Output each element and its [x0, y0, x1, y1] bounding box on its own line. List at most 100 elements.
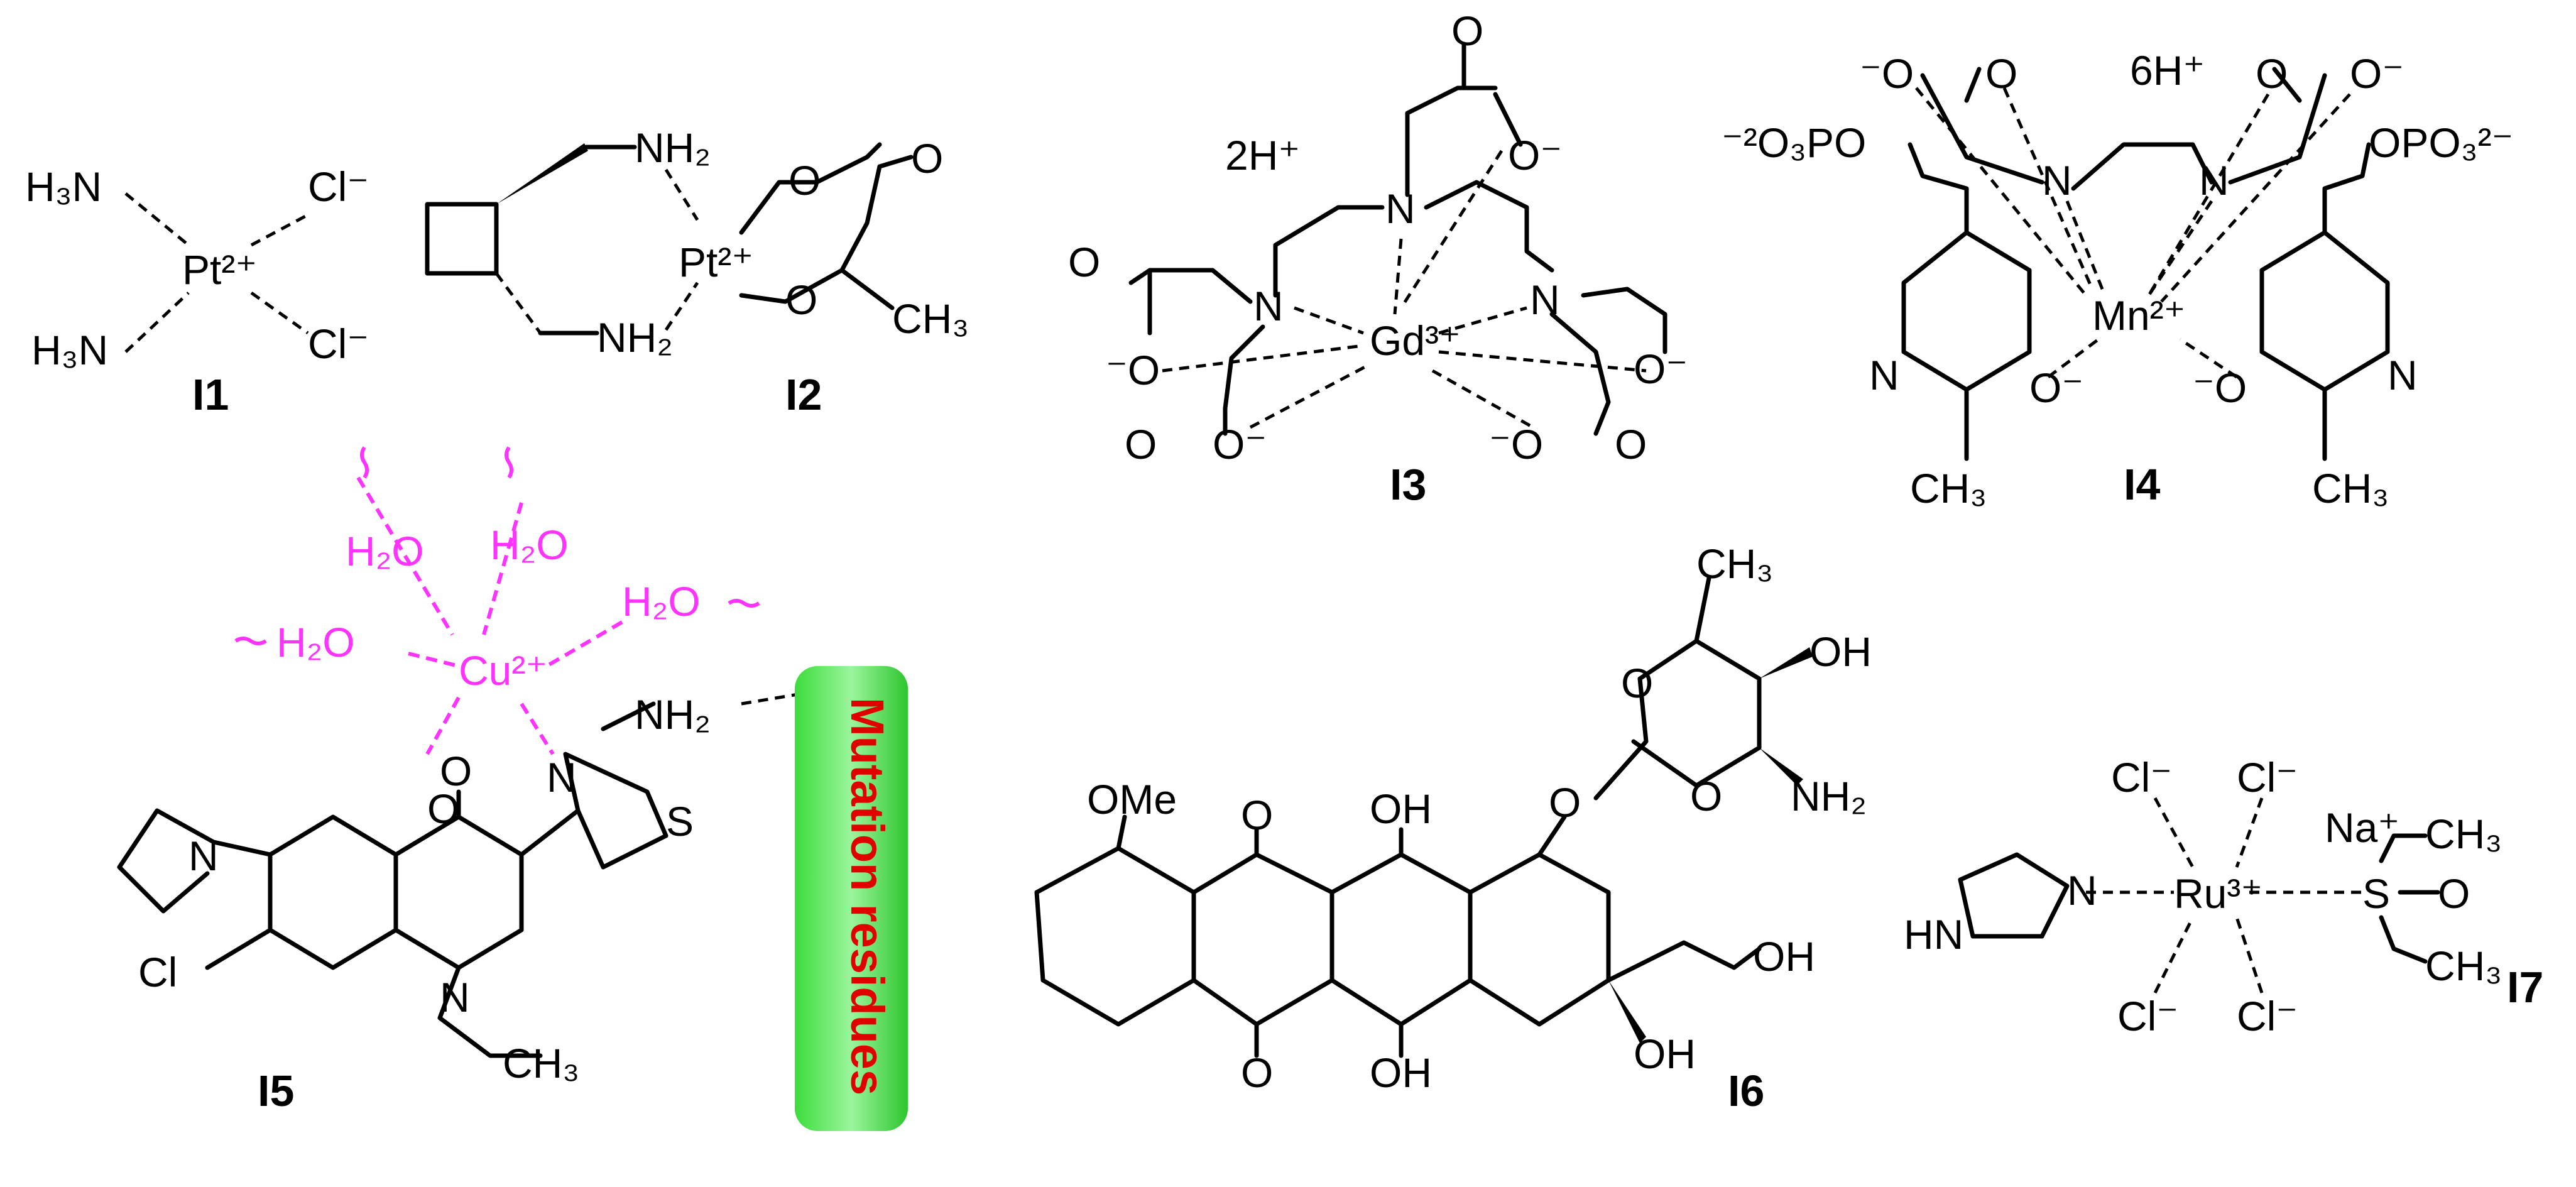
atom-n: N	[547, 754, 577, 801]
coord-bond	[664, 282, 699, 331]
coord-bond	[2235, 797, 2264, 868]
atom-o: O	[1621, 660, 1653, 706]
methyl-bond	[1694, 576, 1711, 643]
atom-oh: OH	[1809, 628, 1872, 675]
atom-opo3: ⁻²O₃PO	[1722, 119, 1866, 166]
compound-label: I1	[192, 370, 229, 419]
arm-bond	[1405, 85, 1498, 197]
atom-oh: OH	[1634, 1031, 1696, 1077]
atom-o: O	[785, 276, 817, 323]
coord-bond	[1438, 306, 1527, 335]
compound-i2: NH₂ Pt²⁺ O O O CH₃ NH₂ I2	[425, 124, 969, 419]
coord-bond	[2047, 338, 2100, 378]
en-bridge	[2071, 142, 2214, 191]
coord-bond	[1393, 238, 1403, 315]
ring-bond	[1273, 205, 1385, 298]
arm-bond	[1549, 312, 1611, 436]
bond	[2322, 142, 2371, 235]
atom-oh: OH	[1753, 933, 1815, 980]
atom-pt: Pt²⁺	[182, 246, 257, 293]
carbonyl-bond	[877, 155, 914, 169]
atom-na: Na⁺	[2325, 804, 2399, 851]
coord-bond	[2179, 337, 2238, 379]
ring-c	[1329, 852, 1473, 1027]
wedge-bond	[1608, 980, 1646, 1043]
water-ligand: H₂O	[346, 528, 424, 574]
atom-h3n: H₃N	[31, 327, 108, 373]
atom-o: O	[1690, 773, 1722, 819]
arm-bond	[1581, 287, 1667, 354]
atom-ch3: CH₃	[1910, 465, 1987, 511]
atom-mn: Mn²⁺	[2092, 292, 2186, 339]
arm-bond	[1223, 324, 1265, 436]
atom-cl: Cl⁻	[2237, 993, 2298, 1039]
coord-bond	[664, 168, 699, 221]
compound-label: I4	[2124, 460, 2160, 509]
pyridine-ring	[2259, 230, 2390, 392]
bond	[601, 701, 656, 731]
bond	[1116, 814, 1127, 851]
coord-bond	[2147, 93, 2270, 297]
atom-o-minus: ⁻O	[1489, 421, 1543, 468]
coord-bond	[1294, 306, 1364, 335]
atom-n: N	[2199, 157, 2229, 204]
coord-bond	[124, 192, 190, 246]
ring-d	[1468, 852, 1611, 1027]
compound-label: I7	[2507, 963, 2543, 1012]
coord-bond	[2002, 87, 2094, 290]
atom-cl: Cl⁻	[308, 320, 369, 367]
atom-o: O	[1125, 421, 1157, 468]
atom-o-minus: O⁻	[1634, 346, 1688, 392]
ring-a	[1034, 846, 1196, 1027]
counter-ion: 2H⁺	[1225, 132, 1300, 178]
bond	[2228, 73, 2327, 185]
atom-s: S	[2362, 870, 2390, 917]
atom-h3n: H₃N	[25, 163, 102, 210]
atom-nh2: NH₂	[1791, 773, 1867, 819]
carbonyl-bond	[2272, 67, 2302, 103]
atom-oh: OH	[1370, 785, 1432, 832]
wedge-bond	[1759, 748, 1803, 785]
coord-bond	[1438, 350, 1647, 373]
atom-o-minus: O⁻	[2350, 50, 2404, 97]
atom-cl: Cl	[138, 949, 177, 995]
atom-ch3: CH₃	[2425, 811, 2502, 857]
atom-o: O	[1068, 239, 1100, 285]
coord-bond	[1915, 87, 2087, 297]
bond	[2379, 915, 2428, 964]
coord-bond	[250, 291, 309, 335]
atom-o-minus: O⁻	[1213, 421, 1267, 468]
wavy-bond	[728, 599, 760, 608]
pyridone-ring	[393, 814, 524, 970]
atom-cl: Cl⁻	[2117, 993, 2178, 1039]
atom-n: N	[2388, 352, 2418, 398]
methyl-bond	[839, 268, 895, 310]
atom-n: N	[1530, 276, 1560, 323]
atom-cu: Cu²⁺	[459, 647, 547, 694]
coord-bond	[1431, 369, 1534, 429]
compound-label: I2	[785, 370, 822, 419]
atom-ch3: CH₃	[503, 1040, 579, 1086]
atom-n: N	[1253, 283, 1284, 329]
coord-bond	[482, 502, 523, 635]
atom-cl: Cl⁻	[308, 163, 369, 210]
hydroxyethyl	[1606, 940, 1762, 983]
bond	[1537, 814, 1567, 857]
bond	[1907, 142, 1969, 235]
atom-n: N	[188, 833, 219, 879]
coord-bond	[408, 652, 459, 668]
atom-n: N	[1385, 185, 1416, 232]
atom-n: N	[2067, 867, 2097, 914]
mutation-residues-box	[795, 666, 908, 1131]
benzene-ring	[268, 814, 398, 970]
coord-bond	[2235, 917, 2264, 993]
atom-nh2: NH₂	[597, 314, 673, 361]
atom-ch3: CH₃	[2425, 943, 2502, 989]
ring-b	[1191, 852, 1334, 1027]
coord-bond	[1399, 150, 1504, 309]
imidazole-ring	[1958, 852, 2070, 939]
wavy-bond	[360, 446, 369, 479]
coord-bond	[2147, 200, 2213, 297]
compound-i5: H₂O H₂O H₂O H₂O Cu²⁺ O O N S NH₂ N Cl N …	[117, 446, 908, 1131]
